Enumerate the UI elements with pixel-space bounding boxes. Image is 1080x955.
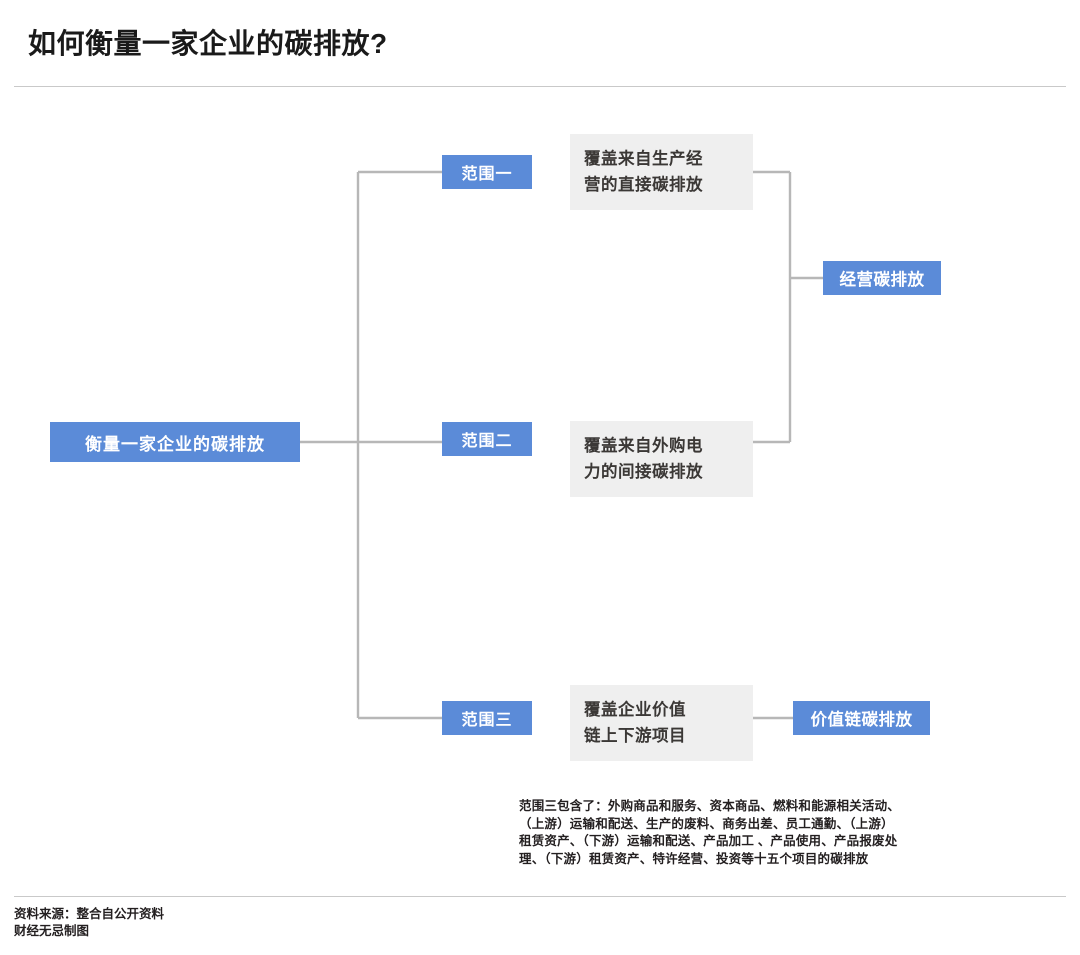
footnote-line-2: （上游）运输和配送、生产的废料、商务出差、员工通勤、（上游） — [519, 816, 894, 831]
description-node-3-line-2: 链上下游项目 — [584, 727, 686, 745]
footnote: 范围三包含了：外购商品和服务、资本商品、燃料和能源相关活动、 （上游）运输和配送… — [519, 798, 989, 868]
result-node-operational-emissions[interactable]: 经营碳排放 — [823, 261, 941, 295]
scope-node-1-label: 范围一 — [461, 166, 513, 183]
footer-divider — [14, 896, 1066, 897]
description-node-2-line-2: 力的间接碳排放 — [584, 463, 703, 481]
source-credit: 资料来源：整合自公开资料 财经无忌制图 — [14, 906, 164, 940]
result-node-operational-emissions-label: 经营碳排放 — [839, 271, 925, 289]
footnote-line-4: 理、（下游）租赁资产、特许经营、投资等十五个项目的碳排放 — [519, 851, 869, 866]
scope-node-3[interactable]: 范围三 — [442, 701, 532, 735]
description-node-1-text: 覆盖来自生产经 营的直接碳排放 — [584, 146, 703, 198]
description-node-3-line-1: 覆盖企业价值 — [584, 701, 686, 719]
source-line: 资料来源：整合自公开资料 — [14, 907, 165, 921]
footnote-line-1: 范围三包含了：外购商品和服务、资本商品、燃料和能源相关活动、 — [519, 799, 901, 813]
page-title: 如何衡量一家企业的碳排放? — [28, 28, 388, 59]
scope-node-2[interactable]: 范围二 — [442, 422, 532, 456]
result-node-value-chain-emissions[interactable]: 价值链碳排放 — [793, 701, 930, 735]
description-node-2: 覆盖来自外购电 力的间接碳排放 — [570, 421, 753, 497]
footnote-line-3: 租赁资产、（下游）运输和配送、产品加工 、产品使用、产品报废处 — [519, 834, 898, 848]
description-node-2-line-1: 覆盖来自外购电 — [584, 437, 703, 455]
scope-node-1[interactable]: 范围一 — [442, 155, 532, 189]
scope-node-3-label: 范围三 — [461, 712, 513, 729]
root-node[interactable]: 衡量一家企业的碳排放 — [50, 422, 300, 462]
header-divider — [14, 86, 1066, 87]
scope-node-2-label: 范围二 — [461, 433, 513, 450]
description-node-1-line-2: 营的直接碳排放 — [584, 176, 703, 194]
description-node-2-text: 覆盖来自外购电 力的间接碳排放 — [584, 433, 703, 485]
description-node-3-text: 覆盖企业价值 链上下游项目 — [584, 697, 686, 749]
result-node-value-chain-emissions-label: 价值链碳排放 — [810, 711, 913, 729]
carbon-emission-diagram: 衡量一家企业的碳排放 范围一 覆盖来自生产经 营的直接碳排放 范围二 覆盖来自外… — [50, 134, 989, 868]
description-node-1: 覆盖来自生产经 营的直接碳排放 — [570, 134, 753, 210]
credit-line: 财经无忌制图 — [14, 924, 90, 938]
description-node-1-line-1: 覆盖来自生产经 — [584, 150, 703, 168]
root-node-label: 衡量一家企业的碳排放 — [85, 434, 265, 454]
description-node-3: 覆盖企业价值 链上下游项目 — [570, 685, 753, 761]
connector-lines — [300, 170, 823, 720]
